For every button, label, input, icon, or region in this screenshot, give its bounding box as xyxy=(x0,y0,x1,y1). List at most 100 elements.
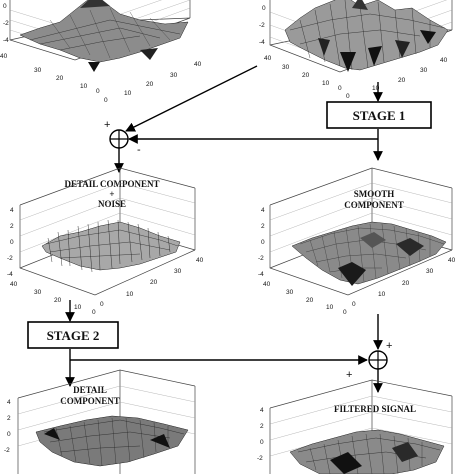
plot-detail-noise-title-line1: DETAIL COMPONENT xyxy=(64,179,159,189)
tick: 20 xyxy=(146,81,154,88)
tick: -2 xyxy=(3,20,9,27)
tick: 40 xyxy=(448,257,456,264)
tick: 2 xyxy=(261,223,265,230)
tick: 2 xyxy=(7,415,11,422)
tick: -4 xyxy=(3,37,9,44)
plot-detail-surface xyxy=(35,415,189,467)
tick: -2 xyxy=(4,447,10,454)
plot-top-right-surface xyxy=(284,0,449,72)
tick: 10 xyxy=(124,90,132,97)
tick: 20 xyxy=(306,297,314,304)
plot-top-left: 0 -2 -4 40 30 20 10 0 0 10 20 30 40 xyxy=(0,0,202,104)
tick: 4 xyxy=(260,407,264,414)
tick: 0 xyxy=(260,439,264,446)
tick: 10 xyxy=(378,291,386,298)
plot-top-right: 0 -2 -4 40 30 20 10 0 0 10 20 30 40 xyxy=(259,0,453,100)
tick: 20 xyxy=(56,75,64,82)
tick: 20 xyxy=(54,297,62,304)
tick: 0 xyxy=(346,93,350,100)
tick: 0 xyxy=(96,88,100,95)
tick: 10 xyxy=(126,291,134,298)
tick: 10 xyxy=(372,85,380,92)
stage1-label: STAGE 1 xyxy=(353,108,406,123)
tick: -4 xyxy=(258,271,264,278)
tick: 0 xyxy=(262,5,266,12)
plot-detail-title-line2: COMPONENT xyxy=(60,396,120,406)
tick: 30 xyxy=(34,67,42,74)
tick: 30 xyxy=(174,268,182,275)
tick: 40 xyxy=(196,257,204,264)
junction1-plus-sign: + xyxy=(104,119,110,131)
plot-detail: DETAIL COMPONENT 4 2 0 -2 xyxy=(4,369,196,474)
junction1-summing-node xyxy=(109,129,129,149)
plot-filtered-title: FILTERED SIGNAL xyxy=(334,404,416,414)
tick: 0 xyxy=(104,97,108,104)
junction1-minus-sign: - xyxy=(137,144,141,156)
plot-smooth-title-line1: SMOOTH xyxy=(354,189,395,199)
plot-top-right-ticks: 0 -2 -4 40 30 20 10 0 0 10 20 30 40 xyxy=(259,5,448,100)
junction2-plus-top-sign: + xyxy=(386,340,392,352)
tick: 30 xyxy=(170,72,178,79)
arrow-signal-to-junction1 xyxy=(125,65,258,132)
junction2-plus-left-sign: + xyxy=(346,369,352,381)
tick: 0 xyxy=(352,301,356,308)
tick: -4 xyxy=(259,39,265,46)
tick: 10 xyxy=(322,80,330,87)
tick: 20 xyxy=(402,280,410,287)
tick: 0 xyxy=(7,431,11,438)
plot-filtered-ticks: 4 2 0 -2 xyxy=(257,407,264,462)
tick: 2 xyxy=(10,223,14,230)
tick: 4 xyxy=(261,207,265,214)
plot-detail-noise-title-line3: NOISE xyxy=(98,199,126,209)
tick: 0 xyxy=(3,3,7,10)
plot-detail-noise: DETAIL COMPONENT + NOISE 4 2 0 -2 -4 xyxy=(7,167,204,316)
tick: 40 xyxy=(264,55,272,62)
tick: 40 xyxy=(440,57,448,64)
tick: -2 xyxy=(257,455,263,462)
tick: -2 xyxy=(7,255,13,262)
tick: 30 xyxy=(426,268,434,275)
tick: 30 xyxy=(282,64,290,71)
plot-detail-noise-title-line2: + xyxy=(109,189,114,199)
tick: 20 xyxy=(302,72,310,79)
plot-detail-ticks: 4 2 0 -2 xyxy=(4,399,11,454)
plot-filtered-axes xyxy=(269,379,453,474)
tick: 0 xyxy=(100,301,104,308)
tick: 0 xyxy=(338,85,342,92)
tick: 40 xyxy=(194,61,202,68)
plot-smooth: SMOOTH COMPONENT 4 2 0 xyxy=(258,167,456,316)
plot-filtered-surface xyxy=(289,429,445,474)
plot-detail-title-line1: DETAIL xyxy=(73,385,107,395)
plot-smooth-title-line2: COMPONENT xyxy=(344,200,404,210)
tick: 4 xyxy=(10,207,14,214)
tick: 0 xyxy=(10,239,14,246)
flow-bottom: STAGE 2 + + xyxy=(27,300,392,393)
flow-top: STAGE 1 + - xyxy=(104,65,432,173)
tick: 2 xyxy=(260,423,264,430)
tick: 30 xyxy=(286,289,294,296)
plot-smooth-ticks: 4 2 0 -2 -4 40 30 20 10 0 0 10 20 30 40 xyxy=(258,207,456,316)
plot-detail-noise-surface xyxy=(41,219,181,273)
tick: 40 xyxy=(0,53,8,60)
junction2-summing-node xyxy=(368,350,388,370)
tick: 0 xyxy=(261,239,265,246)
tick: 40 xyxy=(263,281,271,288)
tick: 10 xyxy=(74,304,82,311)
stage2-box: STAGE 2 xyxy=(27,321,119,349)
plot-top-left-surface xyxy=(19,0,189,72)
stage2-label: STAGE 2 xyxy=(47,328,100,343)
tick: 0 xyxy=(92,309,96,316)
tick: 20 xyxy=(398,77,406,84)
tick: 10 xyxy=(80,83,88,90)
plot-detail-noise-ticks: 4 2 0 -2 -4 40 30 20 10 0 0 10 20 30 40 xyxy=(7,207,204,316)
stage1-box: STAGE 1 xyxy=(326,101,432,129)
plot-smooth-surface xyxy=(291,221,447,286)
tick: 40 xyxy=(10,281,18,288)
tick: 0 xyxy=(343,309,347,316)
tick: 30 xyxy=(34,289,42,296)
tick: -2 xyxy=(259,22,265,29)
tick: 30 xyxy=(420,67,428,74)
tick: -2 xyxy=(258,255,264,262)
plot-filtered: FILTERED SIGNAL 4 2 0 -2 xyxy=(257,379,453,474)
